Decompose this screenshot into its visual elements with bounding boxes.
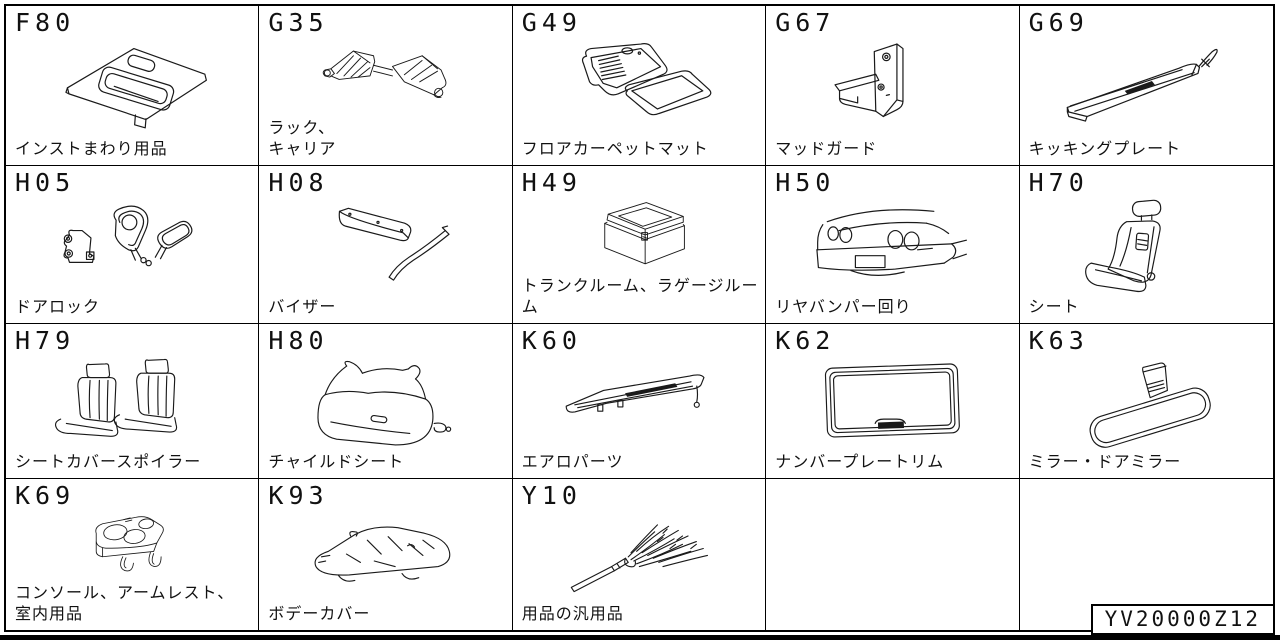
part-code: H50 xyxy=(775,168,836,197)
catalog-cell-g49[interactable]: G49 フロアカーペットマット xyxy=(512,6,767,166)
part-label: ボデーカバー xyxy=(268,604,371,624)
rear-bumper-icon xyxy=(766,196,1018,296)
part-label: ドアロック xyxy=(15,297,101,317)
part-code: H79 xyxy=(15,326,76,355)
part-code: K69 xyxy=(15,481,76,510)
catalog-cell-h70[interactable]: H70 シート xyxy=(1019,166,1273,324)
part-label xyxy=(766,625,1018,630)
part-code: G35 xyxy=(268,8,329,37)
part-code: K60 xyxy=(521,326,582,355)
catalog-grid: F80 インストまわり用品 G35 xyxy=(4,4,1275,632)
part-label: マッドガード xyxy=(775,139,878,159)
catalog-cell-h08[interactable]: H08 バイザー xyxy=(259,166,513,324)
part-code: G69 xyxy=(1028,8,1089,37)
catalog-cell-g67[interactable]: G67 マッドガード xyxy=(766,6,1020,166)
part-code: G67 xyxy=(775,8,836,37)
part-code: H05 xyxy=(15,168,76,197)
body-cover-icon xyxy=(259,509,511,603)
page-code-box: YV20000Z12 xyxy=(1090,603,1275,635)
part-code: K93 xyxy=(268,481,329,510)
door-lock-icon xyxy=(6,196,258,296)
catalog-cell-g69[interactable]: G69 キッキングプレート xyxy=(1019,6,1273,166)
part-code: H49 xyxy=(521,168,582,197)
part-label: フロアカーペットマット xyxy=(521,139,709,159)
aero-parts-icon xyxy=(513,354,765,451)
part-label: コンソール、アームレスト、 室内用品 xyxy=(15,582,235,624)
catalog-cell-empty-1 xyxy=(766,479,1020,630)
catalog-cell-h80[interactable]: H80 チャイルドシート xyxy=(259,324,513,479)
part-label: リヤバンパー回り xyxy=(775,297,912,317)
catalog-cell-y10[interactable]: Y10 用品の汎用品 xyxy=(512,479,767,630)
part-label: ラック、 キャリア xyxy=(268,117,337,159)
part-code: F80 xyxy=(15,8,76,37)
duster-icon xyxy=(513,509,765,603)
part-code: H80 xyxy=(268,326,329,355)
catalog-cell-h49[interactable]: H49 トランクルーム、ラゲージルーム xyxy=(512,166,767,324)
roof-rack-icon xyxy=(259,36,511,117)
empty-cell-area xyxy=(766,483,1018,625)
page-code: YV20000Z12 xyxy=(1104,606,1261,631)
part-code: H08 xyxy=(268,168,329,197)
catalog-cell-h50[interactable]: H50 リヤバンパー回り xyxy=(766,166,1020,324)
floor-mat-icon xyxy=(513,36,765,138)
number-plate-rim-icon xyxy=(766,354,1018,451)
part-label: 用品の汎用品 xyxy=(521,604,624,624)
catalog-cell-k62[interactable]: K62 ナンバープレートリム xyxy=(766,324,1020,479)
bottom-rule xyxy=(0,635,1280,640)
part-label: バイザー xyxy=(268,297,337,317)
part-label: ミラー・ドアミラー xyxy=(1028,452,1182,472)
kicking-plate-icon xyxy=(1020,36,1273,138)
part-code: K62 xyxy=(775,326,836,355)
part-label: シートカバースポイラー xyxy=(15,452,202,472)
child-seat-icon xyxy=(259,354,511,451)
part-label: キッキングプレート xyxy=(1028,139,1182,159)
trunk-room-icon xyxy=(513,196,765,275)
part-label: チャイルドシート xyxy=(268,452,405,472)
console-armrest-icon xyxy=(6,509,258,582)
catalog-cell-k60[interactable]: K60 エアロパーツ xyxy=(512,324,767,479)
part-label: ナンバープレートリム xyxy=(775,452,945,472)
part-label: トランクルーム、ラゲージルーム xyxy=(521,275,759,317)
catalog-cell-g35[interactable]: G35 ラック、 キャリア xyxy=(259,6,513,166)
part-label: シート xyxy=(1028,297,1080,317)
catalog-cell-h05[interactable]: H05 ドアロック xyxy=(6,166,260,324)
catalog-cell-k69[interactable]: K69 コンソール、アームレスト、 室内用品 xyxy=(6,479,260,630)
catalog-cell-h79[interactable]: H79 シートカバースポイラー xyxy=(6,324,260,479)
visor-icon xyxy=(259,196,511,296)
part-code: Y10 xyxy=(521,481,582,510)
mud-guard-icon xyxy=(766,36,1018,138)
seat-cover-icon xyxy=(6,354,258,451)
part-code: H70 xyxy=(1028,168,1089,197)
instrument-panel-icon xyxy=(6,36,258,138)
part-label: エアロパーツ xyxy=(521,452,624,472)
catalog-cell-k63[interactable]: K63 ミラー・ドアミラー xyxy=(1019,324,1273,479)
catalog-cell-f80[interactable]: F80 インストまわり用品 xyxy=(6,6,260,166)
seat-icon xyxy=(1020,196,1273,296)
catalog-cell-k93[interactable]: K93 ボデーカバー xyxy=(259,479,513,630)
part-code: G49 xyxy=(521,8,582,37)
part-code: K63 xyxy=(1028,326,1089,355)
part-label: インストまわり用品 xyxy=(15,139,168,159)
rearview-mirror-icon xyxy=(1020,354,1273,451)
